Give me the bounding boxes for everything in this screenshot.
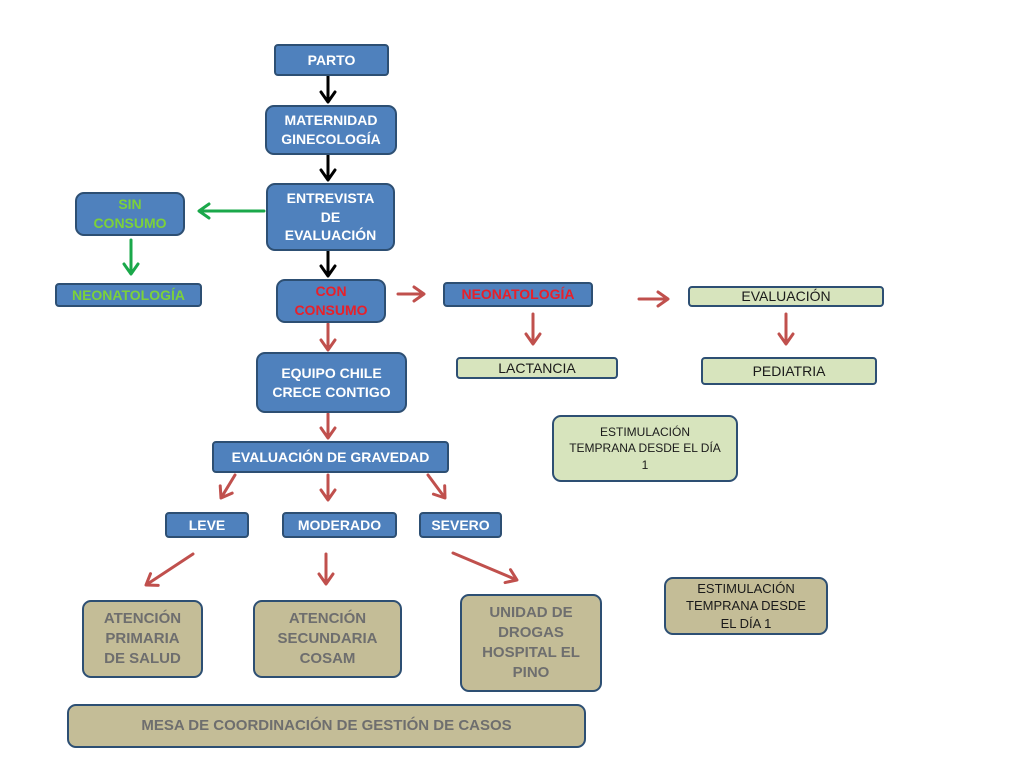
node-unidad-de-drogas-hospital-el-pino[interactable]: UNIDAD DE DROGAS HOSPITAL EL PINO xyxy=(460,594,602,692)
node-estimulacion-temprana-1[interactable]: ESTIMULACIÓN TEMPRANA DESDE EL DÍA 1 xyxy=(552,415,738,482)
node-evaluacion-de-gravedad[interactable]: EVALUACIÓN DE GRAVEDAD xyxy=(212,441,449,473)
node-severo[interactable]: SEVERO xyxy=(419,512,502,538)
arrow-maternidad-entrevista xyxy=(319,150,337,182)
node-atencion-primaria-de-salud[interactable]: ATENCIÓN PRIMARIA DE SALUD xyxy=(82,600,203,678)
node-con-consumo[interactable]: CON CONSUMO xyxy=(276,279,386,323)
arrow-entrevista-con-consumo xyxy=(319,246,337,278)
arrow-gravedad-leve xyxy=(218,473,237,500)
arrow-entrevista-sin-consumo xyxy=(197,202,266,220)
arrow-neonatologia-lactancia xyxy=(524,312,542,346)
node-entrevista-de-evaluacion[interactable]: ENTREVISTA DE EVALUACIÓN xyxy=(266,183,395,251)
arrow-con-consumo-neonatologia xyxy=(396,285,426,303)
node-evaluacion[interactable]: EVALUACIÓN xyxy=(688,286,884,307)
node-mesa-de-coordinacion[interactable]: MESA DE COORDINACIÓN DE GESTIÓN DE CASOS xyxy=(67,704,586,748)
node-equipo-chile-crece-contigo[interactable]: EQUIPO CHILE CRECE CONTIGO xyxy=(256,352,407,413)
arrow-severo-unidad-drogas xyxy=(451,551,519,585)
arrow-evaluacion-pediatria xyxy=(777,312,795,346)
node-atencion-secundaria-cosam[interactable]: ATENCIÓN SECUNDARIA COSAM xyxy=(253,600,402,678)
arrow-gravedad-moderado xyxy=(319,473,337,502)
arrow-leve-atencion-primaria xyxy=(144,552,195,587)
node-sin-consumo[interactable]: SIN CONSUMO xyxy=(75,192,185,236)
arrow-parto-maternidad xyxy=(319,72,337,104)
node-maternidad-ginecologia[interactable]: MATERNIDAD GINECOLOGÍA xyxy=(265,105,397,155)
arrow-con-consumo-equipo xyxy=(319,322,337,352)
node-estimulacion-temprana-2[interactable]: ESTIMULACIÓN TEMPRANA DESDE EL DÍA 1 xyxy=(664,577,828,635)
node-neonatologia-con-consumo[interactable]: NEONATOLOGÍA xyxy=(443,282,593,307)
arrow-gravedad-severo xyxy=(426,473,447,500)
arrow-moderado-atencion-secundaria xyxy=(317,552,335,586)
node-lactancia[interactable]: LACTANCIA xyxy=(456,357,618,379)
node-pediatria[interactable]: PEDIATRIA xyxy=(701,357,877,385)
node-moderado[interactable]: MODERADO xyxy=(282,512,397,538)
arrow-sin-consumo-neonatologia xyxy=(122,238,140,276)
arrow-equipo-gravedad xyxy=(319,412,337,440)
node-neonatologia-sin-consumo[interactable]: NEONATOLOGÍA xyxy=(55,283,202,307)
arrow-neonatologia-evaluacion xyxy=(637,290,670,308)
node-leve[interactable]: LEVE xyxy=(165,512,249,538)
node-parto[interactable]: PARTO xyxy=(274,44,389,76)
